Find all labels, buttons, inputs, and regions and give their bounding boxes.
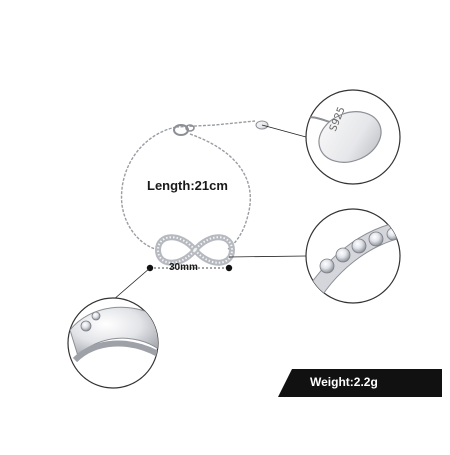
weight-badge xyxy=(278,369,442,397)
infinity-charm xyxy=(154,234,236,266)
tag-closeup xyxy=(305,89,401,185)
width-label: 30mm xyxy=(169,262,198,273)
finish-closeup xyxy=(67,297,159,389)
callout-lines xyxy=(112,124,307,301)
weight-label: Weight:2.2g xyxy=(310,375,378,389)
chain xyxy=(120,120,256,251)
length-label: Length:21cm xyxy=(147,178,228,193)
stones-closeup xyxy=(305,208,401,304)
lobster-clasp xyxy=(173,124,195,136)
